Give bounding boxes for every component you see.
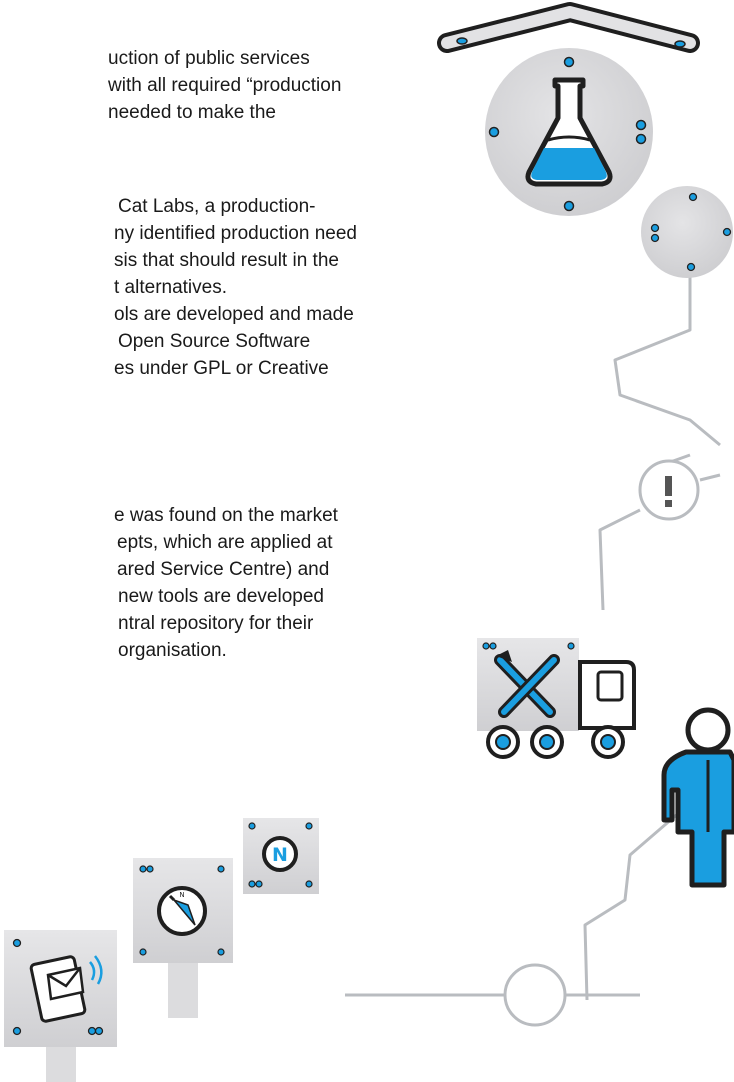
text-line: ny identified production need [114, 223, 357, 244]
sign-compass: N [133, 858, 233, 1018]
text-line: epts, which are applied at [117, 532, 333, 553]
connector-line [598, 508, 641, 611]
paragraph-3: e was found on the market epts, which ar… [114, 502, 338, 664]
alert-node [638, 459, 700, 521]
text-line: t alternatives. [114, 277, 227, 298]
exclamation-icon [665, 476, 672, 507]
sign-north: N [243, 818, 319, 894]
text-line: ntral repository for their [118, 613, 314, 634]
text-line: ared Service Centre) and [117, 559, 330, 580]
person-icon [661, 707, 734, 888]
north-icon: N [262, 836, 298, 872]
text-line: organisation. [118, 640, 227, 661]
tools-truck [477, 638, 636, 759]
empty-node [503, 963, 567, 1027]
text-line: sis that should result in the [114, 250, 339, 271]
connector-line [583, 803, 689, 1001]
paragraph-2: Cat Labs, a production- ny identified pr… [114, 193, 357, 382]
text-line: with all required “production [108, 75, 342, 96]
text-line: Cat Labs, a production- [118, 196, 316, 217]
wrench-screwdriver-icon [494, 650, 560, 718]
text-line: uction of public services [108, 48, 310, 69]
connector-lines [345, 265, 721, 1001]
text-line: needed to make the [108, 102, 276, 123]
small-disc [641, 186, 733, 278]
svg-text:N: N [272, 844, 288, 866]
flask-icon [525, 77, 613, 187]
sign-mail [4, 930, 117, 1082]
text-line: Open Source Software [118, 331, 311, 352]
svg-text:N: N [179, 891, 184, 899]
lab-roof-bar [437, 2, 700, 53]
paragraph-1: uction of public services with all requi… [108, 45, 341, 126]
mail-phone-icon [29, 955, 103, 1023]
text-line: e was found on the market [114, 505, 338, 526]
connector-line [613, 265, 721, 447]
truck-icon [486, 660, 636, 759]
text-line: ols are developed and made [114, 304, 354, 325]
lab-disc [485, 48, 653, 216]
text-line: new tools are developed [118, 586, 324, 607]
connector-line [699, 473, 721, 482]
compass-icon: N [157, 886, 207, 936]
text-line: es under GPL or Creative [114, 358, 329, 379]
